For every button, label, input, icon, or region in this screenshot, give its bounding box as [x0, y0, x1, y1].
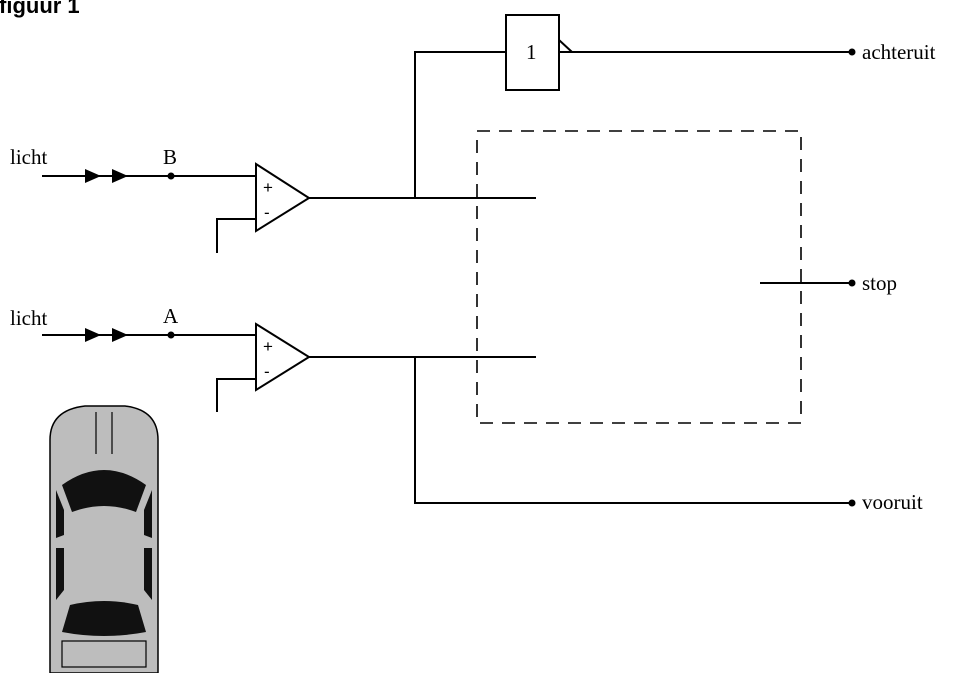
reference-wire-bottom — [216, 378, 256, 412]
not-gate-inversion-mark — [558, 39, 573, 53]
light-label-top: licht — [10, 145, 47, 169]
comparator-bottom — [255, 322, 311, 392]
comparator-bottom-plus: + — [263, 337, 273, 356]
comparator-bottom-minus: - — [264, 362, 270, 381]
light-arrow-top-2 — [112, 169, 128, 183]
light-label-bottom: licht — [10, 306, 47, 330]
vooruit-label: vooruit — [862, 490, 923, 514]
node-a — [167, 331, 175, 339]
node-b — [167, 172, 175, 180]
not-gate-symbol: 1 — [526, 40, 537, 64]
stop-terminal — [848, 279, 856, 287]
node-b-label: B — [163, 145, 177, 169]
stop-label: stop — [862, 271, 897, 295]
light-arrow-bottom-1 — [85, 328, 101, 342]
comparator-top — [255, 162, 311, 233]
light-arrow-bottom-2 — [112, 328, 128, 342]
node-a-label: A — [163, 304, 179, 328]
wire-to-not-gate — [414, 51, 506, 198]
figure-title: figuur 1 — [0, 0, 80, 18]
comparator-top-minus: - — [264, 203, 270, 222]
achteruit-label: achteruit — [862, 40, 936, 64]
vooruit-terminal — [848, 499, 856, 507]
comparator-top-plus: + — [263, 178, 273, 197]
car-top-view-illustration — [49, 405, 159, 673]
dashed-logic-box — [476, 130, 802, 424]
vooruit-wire — [414, 357, 850, 504]
light-arrow-top-1 — [85, 169, 101, 183]
achteruit-terminal — [848, 48, 856, 56]
reference-wire-top — [216, 218, 256, 253]
